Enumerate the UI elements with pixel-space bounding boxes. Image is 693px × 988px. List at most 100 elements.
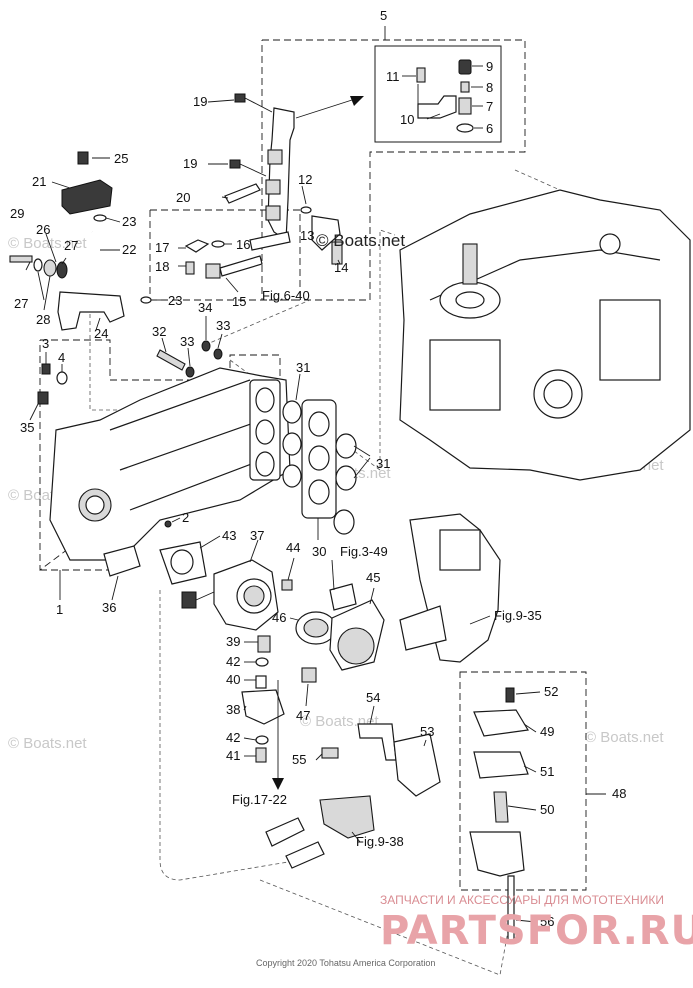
sensor-bracket-parts xyxy=(9,151,152,331)
part-label-9[interactable]: 9 xyxy=(486,59,493,74)
part-label-51[interactable]: 51 xyxy=(540,764,554,779)
part-label-39[interactable]: 39 xyxy=(226,634,240,649)
ref-fig-6-40[interactable]: Fig.6-40 xyxy=(262,288,310,303)
part-label-37[interactable]: 37 xyxy=(250,528,264,543)
part-label-36[interactable]: 36 xyxy=(102,600,116,615)
part-label-42a[interactable]: 42 xyxy=(226,654,240,669)
bolt-32-shape xyxy=(156,349,186,371)
part-label-8[interactable]: 8 xyxy=(486,80,493,95)
part-label-23b[interactable]: 23 xyxy=(168,293,182,308)
ref-fig-9-38[interactable]: Fig.9-38 xyxy=(356,834,404,849)
nut-34-shape xyxy=(201,340,211,352)
hose-right-shape xyxy=(285,841,325,869)
part-label-49[interactable]: 49 xyxy=(540,724,554,739)
part-label-31a[interactable]: 31 xyxy=(296,360,310,375)
part-label-44[interactable]: 44 xyxy=(286,540,300,555)
fitting-parts xyxy=(184,231,291,279)
hose-path-left xyxy=(159,590,301,881)
part-label-24[interactable]: 24 xyxy=(94,326,108,341)
part-label-27a[interactable]: 27 xyxy=(64,238,78,253)
clip-23b-shape xyxy=(140,296,152,304)
ref-fig-9-35[interactable]: Fig.9-35 xyxy=(494,608,542,623)
part-label-34[interactable]: 34 xyxy=(198,300,212,315)
part-label-6[interactable]: 6 xyxy=(486,121,493,136)
part-label-46[interactable]: 46 xyxy=(272,610,286,625)
part-label-20[interactable]: 20 xyxy=(176,190,190,205)
part-label-17[interactable]: 17 xyxy=(155,240,169,255)
support-bracket xyxy=(399,513,501,663)
part-label-56[interactable]: 56 xyxy=(540,914,554,929)
ref-fig-3-49[interactable]: Fig.3-49 xyxy=(340,544,388,559)
throttle-body-parts xyxy=(159,541,385,790)
part-label-13[interactable]: 13 xyxy=(300,228,314,243)
boats-watermark-dark: © Boats.net xyxy=(316,231,405,250)
bolt-35-shape xyxy=(37,391,49,405)
fitting-15-shape xyxy=(205,263,221,279)
part-label-11[interactable]: 11 xyxy=(386,69,400,84)
part-label-33b[interactable]: 33 xyxy=(180,334,194,349)
part-label-53[interactable]: 53 xyxy=(420,724,434,739)
part-label-19b[interactable]: 19 xyxy=(183,156,197,171)
bolt-41-shape xyxy=(255,747,267,763)
part-label-19a[interactable]: 19 xyxy=(193,94,207,109)
bolt-47-shape xyxy=(301,667,317,683)
bolt-55-shape xyxy=(321,747,339,759)
hose-path-bottom xyxy=(259,879,511,976)
washer-33a-shape xyxy=(213,348,223,360)
part-label-15[interactable]: 15 xyxy=(232,294,246,309)
detail-arrow-head xyxy=(350,96,364,106)
plug-2-shape xyxy=(164,520,172,528)
part-label-52[interactable]: 52 xyxy=(544,684,558,699)
sleeve-shape xyxy=(329,583,357,611)
part-label-47[interactable]: 47 xyxy=(296,708,310,723)
part-label-27b[interactable]: 27 xyxy=(14,296,28,311)
part-label-7[interactable]: 7 xyxy=(486,99,493,114)
part-label-32[interactable]: 32 xyxy=(152,324,166,339)
part-label-35[interactable]: 35 xyxy=(20,420,34,435)
part-label-2[interactable]: 2 xyxy=(182,510,189,525)
part-label-42b[interactable]: 42 xyxy=(226,730,240,745)
part-label-12[interactable]: 12 xyxy=(298,172,312,187)
part-label-25[interactable]: 25 xyxy=(114,151,128,166)
part-label-14[interactable]: 14 xyxy=(334,260,348,275)
bolt-25-shape xyxy=(77,151,89,165)
part-label-40[interactable]: 40 xyxy=(226,672,240,687)
part-label-10[interactable]: 10 xyxy=(400,112,414,127)
part-label-43[interactable]: 43 xyxy=(222,528,236,543)
part-label-1[interactable]: 1 xyxy=(56,602,63,617)
part-label-38[interactable]: 38 xyxy=(226,702,240,717)
part-label-29[interactable]: 29 xyxy=(10,206,24,221)
part-label-16[interactable]: 16 xyxy=(236,237,250,252)
part-label-3[interactable]: 3 xyxy=(42,336,49,351)
part-label-22[interactable]: 22 xyxy=(122,242,136,257)
screw-52-shape xyxy=(505,687,515,703)
part-label-4[interactable]: 4 xyxy=(58,350,65,365)
part-label-48[interactable]: 48 xyxy=(612,786,626,801)
oring-16-shape xyxy=(211,240,225,248)
part-label-31b[interactable]: 31 xyxy=(376,456,390,471)
part-label-23a[interactable]: 23 xyxy=(122,214,136,229)
part-label-55[interactable]: 55 xyxy=(292,752,306,767)
part-label-26[interactable]: 26 xyxy=(36,222,50,237)
part-label-54[interactable]: 54 xyxy=(366,690,380,705)
screw-18-shape xyxy=(185,261,195,275)
bolt-11-shape xyxy=(416,67,426,83)
part-label-45[interactable]: 45 xyxy=(366,570,380,585)
bracket-38-shape xyxy=(241,689,285,725)
hose-20-shape xyxy=(224,183,261,204)
part-label-41[interactable]: 41 xyxy=(226,748,240,763)
spring-39-shape xyxy=(257,635,271,653)
part-label-30[interactable]: 30 xyxy=(312,544,326,559)
part-label-33a[interactable]: 33 xyxy=(216,318,230,333)
engine-block xyxy=(399,169,691,481)
detail-box xyxy=(374,45,502,143)
plate-51-shape xyxy=(473,751,529,779)
part-label-18[interactable]: 18 xyxy=(155,259,169,274)
part-label-5[interactable]: 5 xyxy=(380,8,387,23)
part-label-28[interactable]: 28 xyxy=(36,312,50,327)
collar-26-shape xyxy=(56,261,68,279)
part-label-21[interactable]: 21 xyxy=(32,174,46,189)
sensor-21-shape xyxy=(61,179,113,215)
part-label-50[interactable]: 50 xyxy=(540,802,554,817)
ref-fig-17-22[interactable]: Fig.17-22 xyxy=(232,792,287,807)
